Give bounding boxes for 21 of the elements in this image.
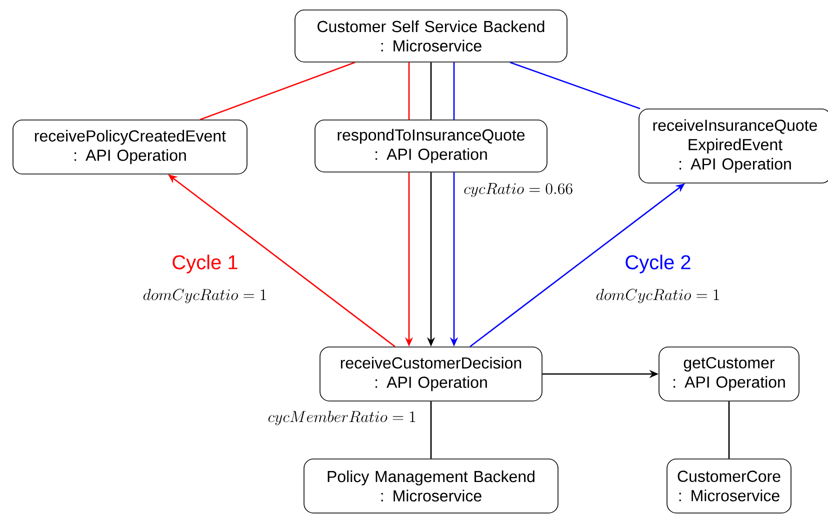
rounded-box: receiveInsuranceQuote ExpiredEvent : API Operation xyxy=(638,108,828,184)
metric-formula: $domCycRatio = 1$ xyxy=(143,288,266,304)
connector-line xyxy=(728,401,730,459)
metric-formula: $cycRatio = 0.66$ xyxy=(464,183,572,198)
connector-line xyxy=(430,401,432,459)
rounded-box: Customer Self Service Backend : Microservice xyxy=(294,10,568,62)
connector-line xyxy=(408,62,410,120)
cycle-label: Cycle 1 xyxy=(172,254,238,274)
metric-formula: $cycMemberRatio = 1$ xyxy=(268,410,416,426)
connector-line xyxy=(430,62,432,120)
cycle-label: Cycle 2 xyxy=(626,254,690,274)
metric-formula: $domCycRatio = 1$ xyxy=(596,288,719,304)
rounded-box: getCustomer : API Operation xyxy=(658,346,800,402)
connector-line xyxy=(510,62,640,110)
connector-line xyxy=(453,62,455,120)
rounded-box: respondToInsuranceQuote : API Operation xyxy=(314,120,548,172)
connector-line xyxy=(200,62,356,120)
rounded-box: receivePolicyCreatedEvent : API Operation xyxy=(12,120,248,174)
rounded-box: CustomerCore : Microservice xyxy=(666,458,792,514)
rounded-box: receiveCustomerDecision : API Operation xyxy=(320,346,542,402)
rounded-box: Policy Management Backend : Microservice xyxy=(304,458,558,514)
